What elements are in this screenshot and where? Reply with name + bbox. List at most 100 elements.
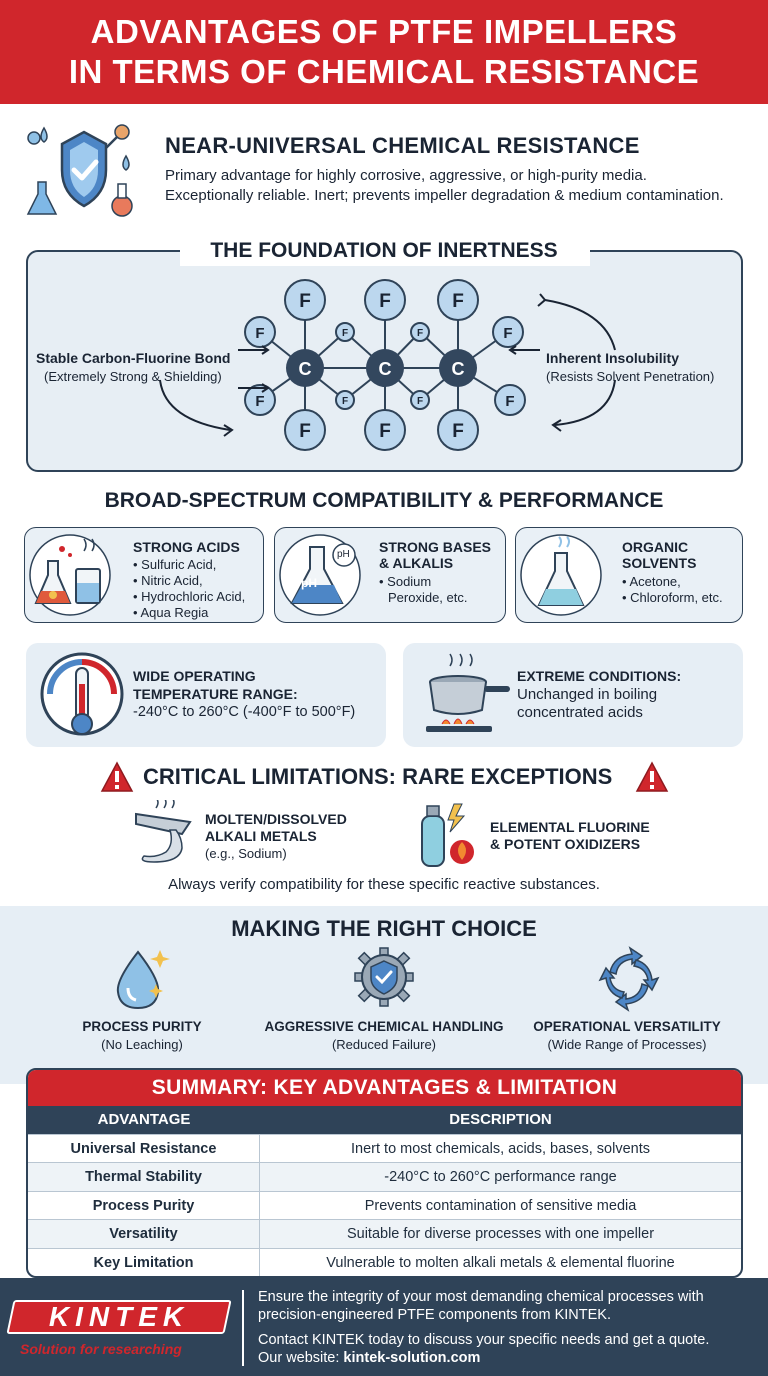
limit-2-title-1: ELEMENTAL FLUORINE bbox=[490, 819, 650, 835]
molten-metal-icon bbox=[135, 800, 192, 863]
footer-line-1: Ensure the integrity of your most demand… bbox=[258, 1289, 704, 1305]
svg-text:F: F bbox=[255, 325, 264, 342]
extreme-line-1: Unchanged in boiling bbox=[517, 686, 658, 703]
description-cell: Prevents contamination of sensitive medi… bbox=[364, 1197, 637, 1214]
intro-title: NEAR-UNIVERSAL CHEMICAL RESISTANCE bbox=[165, 133, 640, 158]
cf-bond-label: Stable Carbon-Fluorine Bond bbox=[36, 350, 231, 366]
warning-icon bbox=[635, 761, 669, 792]
svg-text:F: F bbox=[342, 396, 348, 407]
gear-shield-icon bbox=[354, 947, 414, 1007]
description-cell: -240°C to 260°C performance range bbox=[384, 1169, 617, 1186]
bases-title-2: & ALKALIS bbox=[379, 555, 454, 571]
footer-line-3: Contact KINTEK today to discuss your spe… bbox=[258, 1332, 710, 1348]
arrows-decoration bbox=[159, 293, 616, 437]
limit-1-title-2: ALKALI METALS bbox=[205, 828, 317, 844]
svg-text:F: F bbox=[417, 328, 423, 339]
description-cell: Vulnerable to molten alkali metals & ele… bbox=[326, 1254, 675, 1271]
solvents-title-2: SOLVENTS bbox=[622, 555, 697, 571]
intro-line-1: Primary advantage for highly corrosive, … bbox=[165, 167, 647, 184]
brand-tagline: Solution for researching bbox=[20, 1341, 182, 1357]
limit-1-sub: (e.g., Sodium) bbox=[205, 846, 287, 861]
acids-title: STRONG ACIDS bbox=[133, 539, 240, 555]
extreme-title: EXTREME CONDITIONS: bbox=[517, 668, 682, 684]
intro-line-2: Exceptionally reliable. Inert; prevents … bbox=[165, 187, 724, 204]
solvent-flask-icon bbox=[520, 534, 602, 616]
base-item: • Sodium bbox=[379, 574, 432, 589]
footer-website-line: Our website: kintek-solution.com bbox=[258, 1349, 480, 1367]
choice-sub: (No Leaching) bbox=[101, 1037, 183, 1052]
choice-label: AGGRESSIVE CHEMICAL HANDLING bbox=[264, 1019, 504, 1034]
ph-label-flask: pH bbox=[301, 576, 317, 590]
acid-item: • Aqua Regia bbox=[133, 605, 209, 620]
bases-title-1: STRONG BASES bbox=[379, 539, 492, 555]
advantage-cell: Process Purity bbox=[28, 1191, 260, 1220]
compat-title: BROAD-SPECTRUM COMPATIBILITY & PERFORMAN… bbox=[104, 489, 664, 512]
base-flask-icon bbox=[279, 534, 361, 616]
cycle-arrows-icon bbox=[598, 946, 660, 1012]
svg-text:C: C bbox=[452, 359, 465, 379]
choice-label: OPERATIONAL VERSATILITY bbox=[533, 1019, 721, 1034]
table-row: Key Limitation Vulnerable to molten alka… bbox=[28, 1247, 741, 1276]
advantage-cell: Key Limitation bbox=[28, 1248, 260, 1276]
droplet-sparkle-icon bbox=[116, 950, 170, 1010]
solvent-item: • Chloroform, etc. bbox=[622, 590, 723, 605]
page-title-line2: IN TERMS OF CHEMICAL RESISTANCE bbox=[68, 53, 700, 90]
svg-text:F: F bbox=[505, 393, 514, 410]
table-row: Universal Resistance Inert to most chemi… bbox=[28, 1134, 741, 1163]
acid-item: • Hydrochloric Acid, bbox=[133, 589, 246, 604]
svg-text:F: F bbox=[299, 291, 311, 312]
svg-text:F: F bbox=[379, 421, 391, 442]
acid-item: • Nitric Acid, bbox=[133, 573, 203, 588]
footer-divider bbox=[242, 1290, 244, 1366]
footer-line-2: precision-engineered PTFE components fro… bbox=[258, 1307, 611, 1323]
acid-flasks-icon bbox=[29, 534, 111, 616]
svg-text:C: C bbox=[379, 359, 392, 379]
svg-text:F: F bbox=[299, 421, 311, 442]
choice-title: MAKING THE RIGHT CHOICE bbox=[231, 916, 537, 941]
extreme-line-2: concentrated acids bbox=[517, 704, 643, 721]
advantage-cell: Versatility bbox=[28, 1220, 260, 1248]
table-row: Process Purity Prevents contamination of… bbox=[28, 1190, 741, 1220]
solvent-item: • Acetone, bbox=[622, 574, 681, 589]
choice-sub: (Wide Range of Processes) bbox=[547, 1037, 707, 1052]
foundation-title: THE FOUNDATION OF INERTNESS bbox=[210, 239, 558, 262]
svg-text:F: F bbox=[417, 396, 423, 407]
svg-text:F: F bbox=[255, 393, 264, 410]
limits-title: CRITICAL LIMITATIONS: RARE EXCEPTIONS bbox=[143, 764, 613, 789]
summary-title: SUMMARY: KEY ADVANTAGES & LIMITATION bbox=[28, 1070, 741, 1106]
base-item: Peroxide, etc. bbox=[388, 590, 468, 605]
choice-sub: (Reduced Failure) bbox=[331, 1037, 437, 1052]
boiling-pot-icon bbox=[426, 653, 510, 732]
warning-icon bbox=[100, 761, 134, 792]
temp-title-2: TEMPERATURE RANGE: bbox=[133, 686, 298, 702]
acid-item: • Sulfuric Acid, bbox=[133, 557, 217, 572]
table-row: Versatility Suitable for diverse process… bbox=[28, 1219, 741, 1248]
website-link[interactable]: kintek-solution.com bbox=[343, 1350, 481, 1366]
cf-bond-sublabel: (Extremely Strong & Shielding) bbox=[44, 369, 222, 384]
summary-rows: Universal Resistance Inert to most chemi… bbox=[28, 1134, 741, 1276]
svg-text:F: F bbox=[379, 291, 391, 312]
description-cell: Suitable for diverse processes with one … bbox=[346, 1226, 655, 1243]
svg-text:F: F bbox=[342, 328, 348, 339]
temp-title-1: WIDE OPERATING bbox=[133, 668, 256, 684]
choice-label: PROCESS PURITY bbox=[82, 1019, 202, 1034]
svg-text:C: C bbox=[299, 359, 312, 379]
limit-1-title-1: MOLTEN/DISSOLVED bbox=[205, 811, 347, 827]
solvents-title-1: ORGANIC bbox=[622, 539, 689, 555]
insolubility-sublabel: (Resists Solvent Penetration) bbox=[546, 369, 715, 384]
page-title-line1: ADVANTAGES OF PTFE IMPELLERS bbox=[90, 13, 678, 50]
page-header: ADVANTAGES OF PTFE IMPELLERS IN TERMS OF… bbox=[0, 0, 768, 104]
insolubility-label: Inherent Insolubility bbox=[546, 350, 680, 366]
summary-header-row: ADVANTAGE DESCRIPTION bbox=[28, 1106, 741, 1134]
temp-range-value: -240°C to 260°C (-400°F to 500°F) bbox=[133, 704, 356, 720]
limit-2-title-2: & POTENT OXIDIZERS bbox=[490, 836, 641, 852]
gas-cylinder-fire-icon bbox=[421, 803, 474, 867]
website-label: Our website: bbox=[258, 1350, 344, 1366]
brand-logo: KINTEK bbox=[48, 1301, 190, 1332]
col-header-advantage: ADVANTAGE bbox=[97, 1111, 191, 1128]
description-cell: Inert to most chemicals, acids, bases, s… bbox=[351, 1141, 650, 1157]
table-row: Thermal Stability -240°C to 260°C perfor… bbox=[28, 1162, 741, 1191]
advantage-cell: Universal Resistance bbox=[28, 1135, 260, 1163]
svg-text:F: F bbox=[452, 291, 464, 312]
advantage-cell: Thermal Stability bbox=[28, 1163, 260, 1191]
